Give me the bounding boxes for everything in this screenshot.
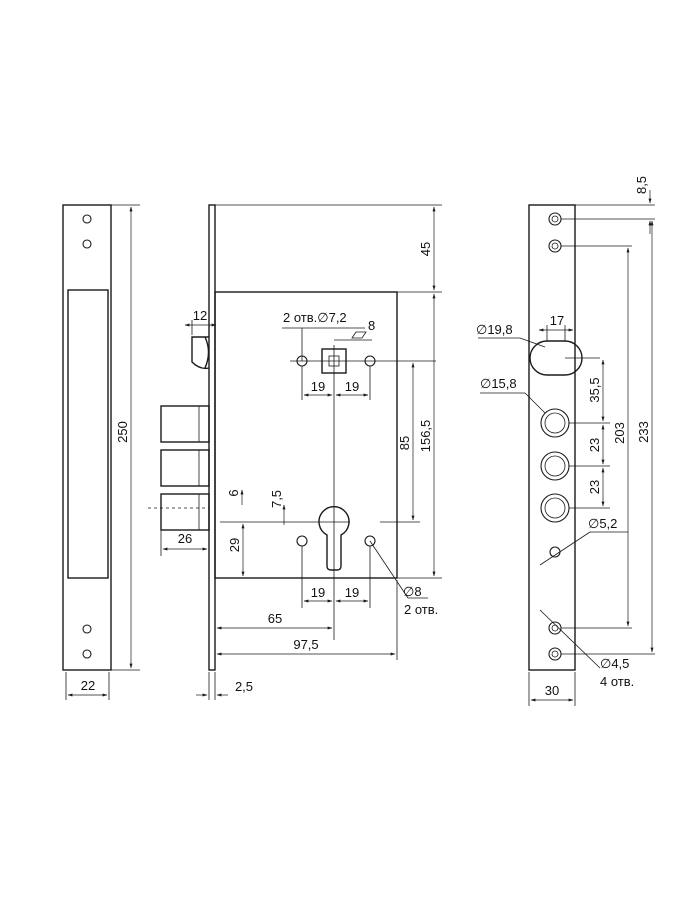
dead-bolt bbox=[160, 493, 210, 531]
dim-label-22: 22 bbox=[81, 678, 95, 693]
latch-strike-hole bbox=[529, 340, 583, 376]
dim-label-23: 23 bbox=[587, 438, 602, 452]
dim-label-dia-15-8: ∅15,8 bbox=[480, 376, 517, 391]
dead-bolt bbox=[160, 405, 210, 443]
dim-label-8-5: 8,5 bbox=[634, 176, 649, 194]
dim-label-dia-8: ∅8 bbox=[403, 584, 422, 599]
strike-screw-hole bbox=[548, 647, 562, 661]
strike-plate-view: 8,5 233 203 35,5 23 23 17 ∅19,8 ∅15,8 ∅5… bbox=[476, 176, 655, 706]
front-plate-hole bbox=[82, 649, 92, 659]
dim-label-6: 6 bbox=[226, 489, 241, 496]
cylinder-profile bbox=[318, 506, 350, 571]
dim-label-dia-4-5: ∅4,5 bbox=[600, 656, 629, 671]
dim-label-7-5: 7,5 bbox=[269, 490, 284, 508]
dim-label-203: 203 bbox=[612, 422, 627, 444]
dim-label-23: 23 bbox=[587, 480, 602, 494]
latch-bolt bbox=[191, 336, 210, 370]
dim-label-65: 65 bbox=[268, 611, 282, 626]
lock-faceplate bbox=[208, 204, 216, 671]
strike-plate-outline bbox=[528, 204, 576, 671]
dim-label-2-5: 2,5 bbox=[235, 679, 253, 694]
dim-label-2-holes: 2 отв. bbox=[404, 602, 438, 617]
dim-label-dia-19-8: ∅19,8 bbox=[476, 322, 513, 337]
front-plate-hole bbox=[82, 624, 92, 634]
strike-screw-hole bbox=[548, 212, 562, 226]
front-plate-outline bbox=[62, 204, 112, 671]
dim-label-30: 30 bbox=[545, 683, 559, 698]
dim-label-4-holes: 4 отв. bbox=[600, 674, 634, 689]
strike-screw-hole bbox=[548, 239, 562, 253]
dim-label-17: 17 bbox=[550, 313, 564, 328]
dim-label-35-5: 35,5 bbox=[587, 377, 602, 402]
dim-label-19: 19 bbox=[311, 585, 325, 600]
dim-label-dia-5-2: ∅5,2 bbox=[588, 516, 617, 531]
strike-screw-hole bbox=[548, 621, 562, 635]
dim-label-233: 233 bbox=[636, 421, 651, 443]
lock-case-body bbox=[214, 291, 398, 579]
front-plate-hole bbox=[82, 214, 92, 224]
front-plate-window bbox=[67, 289, 109, 579]
dead-bolt bbox=[160, 449, 210, 487]
dim-label-97-5: 97,5 bbox=[293, 637, 318, 652]
dim-label-250: 250 bbox=[115, 421, 130, 443]
front-plate-view: 250 22 bbox=[62, 204, 140, 700]
dim-label-45: 45 bbox=[418, 242, 433, 256]
dim-label-29: 29 bbox=[227, 538, 242, 552]
dim-label-holes-7-2: 2 отв.∅7,2 bbox=[283, 310, 347, 325]
dim-label-square-8: 8 bbox=[368, 318, 375, 333]
dim-label-12: 12 bbox=[193, 308, 207, 323]
dim-label-19: 19 bbox=[345, 585, 359, 600]
dim-label-19: 19 bbox=[311, 379, 325, 394]
dim-label-156-5: 156,5 bbox=[418, 420, 433, 453]
dim-label-85: 85 bbox=[397, 436, 412, 450]
dim-label-26: 26 bbox=[178, 531, 192, 546]
cylinder-hole bbox=[296, 535, 308, 547]
lock-case-view: 12 2 отв.∅7,2 8 19 19 45 156,5 85 6 7,5 … bbox=[148, 204, 442, 700]
front-plate-hole bbox=[82, 239, 92, 249]
dim-label-19: 19 bbox=[345, 379, 359, 394]
